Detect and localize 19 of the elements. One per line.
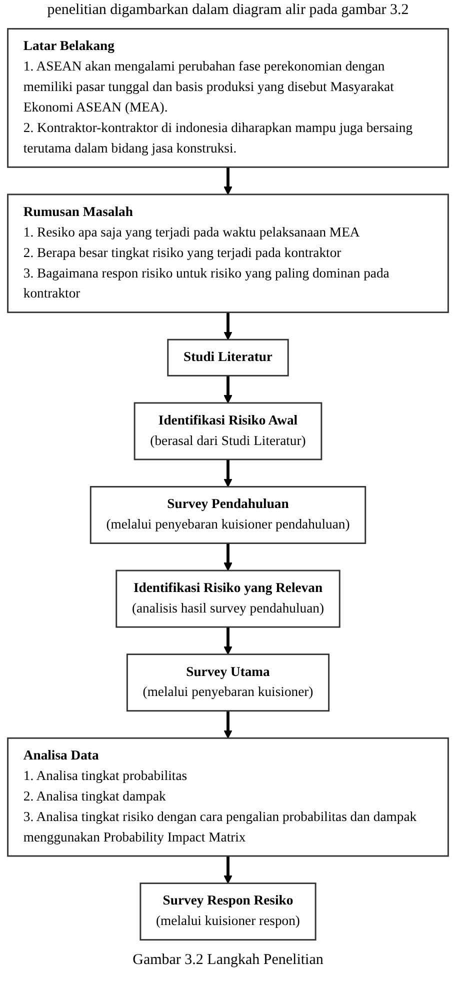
node-box: Rumusan Masalah 1. Resiko apa saja yang terjadi pada waktu pelaksanaan MEA 2. Berapa besar tingkat risiko yang terjadi pada kontraktor 3. Bagaimana respon risiko untuk risiko yang paling dominan pada kontraktor [7, 194, 449, 314]
arrow [224, 710, 232, 739]
node-box: Identifikasi Risiko yang Relevan (analisis hasil survey pendahuluan) [116, 570, 340, 628]
node-box: Identifikasi Risiko Awal (berasal dari Studi Literatur) [134, 402, 322, 460]
arrow [224, 167, 232, 195]
arrow [224, 312, 232, 340]
caption: Gambar 3.2 Langkah Penelitian [132, 950, 324, 970]
arrow [224, 856, 232, 884]
node-box: Analisa Data 1. Analisa tingkat probabilitas 2. Analisa tingkat dampak 3. Analisa tingkat risiko dengan cara pengalian probabilitas dan dampak menggunakan Probability Impact Matrix [7, 737, 449, 857]
node-box: Survey Respon Resiko (melalui kuisioner respon) [140, 882, 316, 941]
intro-text: penelitian digambarkan dalam diagram alir pada gambar 3.2 [46, 1, 410, 20]
node-box: Studi Literatur [167, 338, 289, 376]
node-box: Survey Utama (melalui penyebaran kuisioner) [126, 654, 330, 712]
arrow [224, 459, 232, 488]
arrow [224, 627, 232, 655]
arrow [224, 376, 232, 404]
node-box: Latar Belakang 1. ASEAN akan mengalami perubahan fase perekonomian dengan memiliki pasar tunggal dan basis produksi yang disebut Masyarakat Ekonomi ASEAN (MEA). 2. Kontraktor-kontraktor di indonesia diharapkan mampu juga bersaing terutama dalam bidang jasa konstruksi. [7, 28, 449, 168]
node-box: Survey Pendahuluan (melalui penyebaran kuisioner pendahuluan) [90, 486, 366, 544]
arrow [224, 543, 232, 571]
